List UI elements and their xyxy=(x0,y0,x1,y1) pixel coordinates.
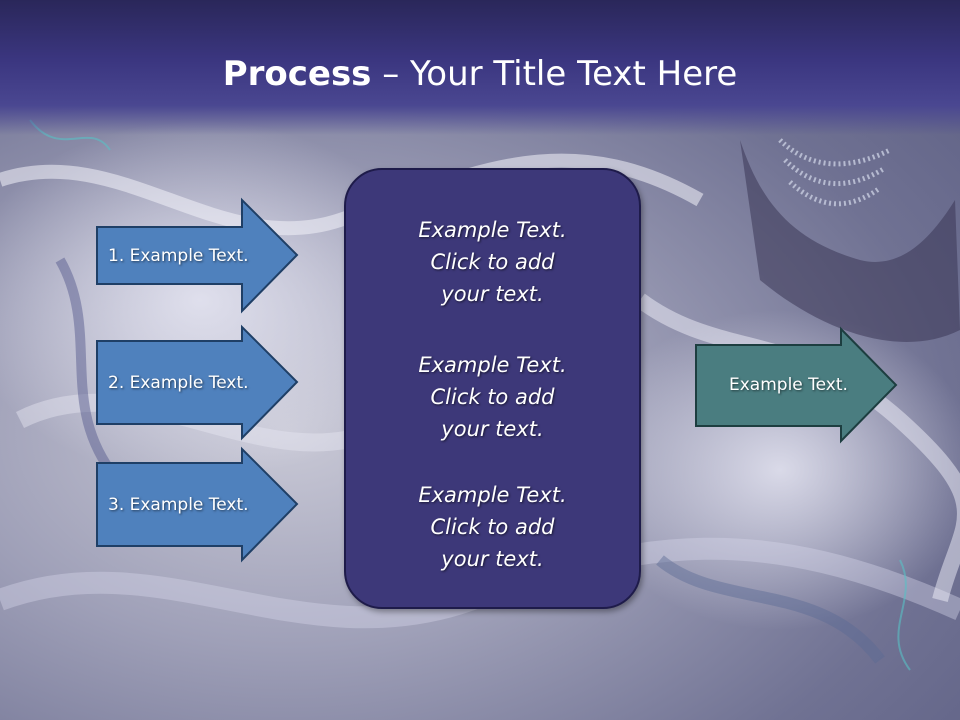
center-text-line: Example Text. xyxy=(418,353,567,377)
arrow-label: Example Text. xyxy=(729,375,848,395)
arrow-shape xyxy=(695,326,898,444)
title-rest: – Your Title Text Here xyxy=(371,54,738,94)
right-arrow[interactable]: Example Text. xyxy=(695,326,898,444)
center-text-line: your text. xyxy=(441,547,544,571)
slide-title[interactable]: Process – Your Title Text Here xyxy=(0,52,960,96)
center-text-line: Example Text. xyxy=(418,218,567,242)
left-arrow-3[interactable]: 3. Example Text. xyxy=(96,446,299,563)
arrow-label: 1. Example Text. xyxy=(108,245,249,266)
arrow-label: 3. Example Text. xyxy=(108,494,249,515)
center-text-item-1: Example Text. Click to add your text. xyxy=(346,214,639,310)
center-text-line: Click to add xyxy=(430,385,555,409)
left-arrow-2[interactable]: 2. Example Text. xyxy=(96,324,299,441)
center-text-line: your text. xyxy=(441,282,544,306)
arrow-shape xyxy=(96,324,299,441)
title-bold: Process xyxy=(222,54,372,94)
left-arrow-1[interactable]: 1. Example Text. xyxy=(96,197,299,314)
center-text-box[interactable]: Example Text. Click to add your text. Ex… xyxy=(344,168,641,609)
title-bar xyxy=(0,0,960,135)
center-text-item-3: Example Text. Click to add your text. xyxy=(346,479,639,575)
arrow-label: 2. Example Text. xyxy=(108,372,249,393)
center-text-line: your text. xyxy=(441,417,544,441)
arrow-shape xyxy=(96,446,299,563)
center-text-line: Example Text. xyxy=(418,483,567,507)
center-text-line: Click to add xyxy=(430,250,555,274)
center-text-item-2: Example Text. Click to add your text. xyxy=(346,349,639,445)
center-text-line: Click to add xyxy=(430,515,555,539)
arrow-shape xyxy=(96,197,299,314)
